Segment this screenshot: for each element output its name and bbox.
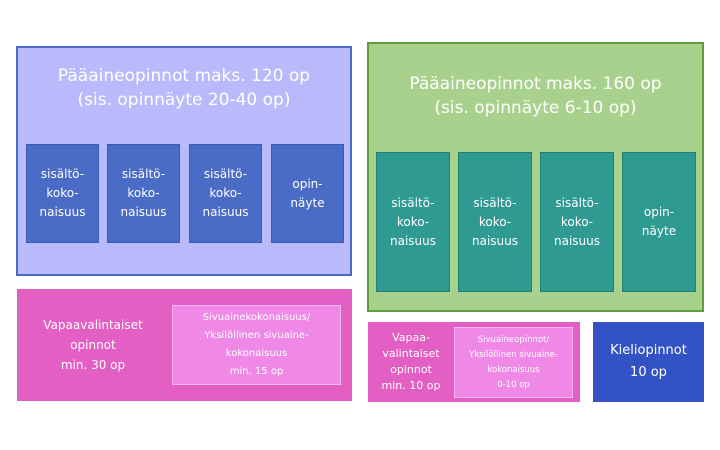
right-content-module-3: sisältö- koko- naisuus	[540, 152, 614, 292]
right-elective-label: Vapaa- valintaiset opinnot min. 10 op	[381, 331, 441, 392]
right-major-title-line1: Pääaineopinnot maks. 160 op	[409, 74, 662, 94]
left-major-title: Pääaineopinnot maks. 120 op (sis. opinnä…	[18, 64, 350, 112]
left-elective-label: Vapaavalintaiset opinnot min. 30 op	[43, 318, 143, 372]
right-elective-studies-box: Vapaa- valintaiset opinnot min. 10 op Si…	[368, 322, 580, 402]
language-studies-box: Kieliopinnot 10 op	[593, 322, 704, 402]
right-thesis-module: opin- näyte	[622, 152, 696, 292]
right-major-panel: Pääaineopinnot maks. 160 op (sis. opinnä…	[367, 42, 704, 312]
left-major-title-line2: (sis. opinnäyte 20-40 op)	[77, 90, 291, 110]
left-elective-studies-box: Vapaavalintaiset opinnot min. 30 op Sivu…	[17, 289, 352, 401]
language-studies-label: Kieliopinnot 10 op	[610, 343, 687, 380]
right-major-title-line2: (sis. opinnäyte 6-10 op)	[434, 98, 637, 118]
left-content-module-3: sisältö- koko- naisuus	[189, 144, 262, 243]
left-major-panel: Pääaineopinnot maks. 120 op (sis. opinnä…	[16, 46, 352, 276]
left-content-module-2: sisältö- koko- naisuus	[107, 144, 180, 243]
left-minor-box: Sivuainekokonaisuus/ Yksilöllinen sivuai…	[172, 305, 341, 385]
right-content-module-1: sisältö- koko- naisuus	[376, 152, 450, 292]
left-thesis-module: opin- näyte	[271, 144, 344, 243]
right-major-title: Pääaineopinnot maks. 160 op (sis. opinnä…	[369, 72, 702, 120]
left-major-title-line1: Pääaineopinnot maks. 120 op	[57, 66, 311, 86]
right-content-module-2: sisältö- koko- naisuus	[458, 152, 532, 292]
right-minor-box: Sivuaineopinnot/ Yksilöllinen sivuaine- …	[454, 327, 573, 398]
left-content-module-1: sisältö- koko- naisuus	[26, 144, 99, 243]
